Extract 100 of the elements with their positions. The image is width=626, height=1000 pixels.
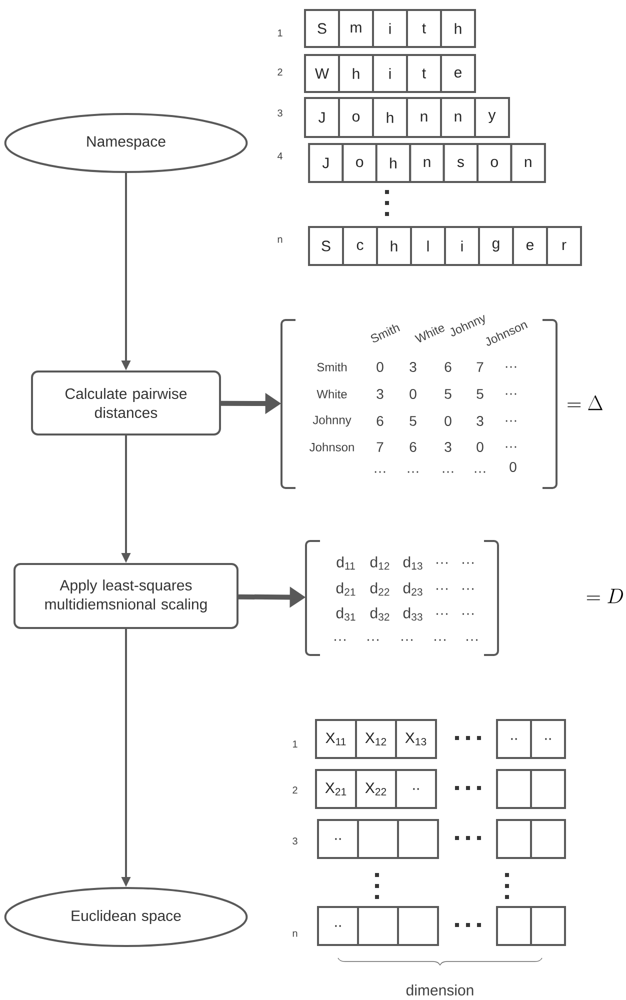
letter-cell: n bbox=[409, 143, 445, 183]
matrix-entry: … bbox=[466, 639, 478, 641]
row-number: 3 bbox=[292, 837, 298, 845]
coordinate-cell: X$_{21}$ bbox=[315, 769, 357, 809]
row-header: Johnny bbox=[312, 415, 352, 427]
matrix-entry: 5 bbox=[410, 416, 416, 426]
formula: $= \Delta$ bbox=[568, 395, 603, 410]
letter-cell: i bbox=[444, 226, 480, 266]
letter-cell: o bbox=[342, 143, 378, 183]
matrix-entry: … bbox=[436, 588, 448, 590]
matrix-entry: 0 bbox=[510, 462, 516, 472]
process-box: Calculate pairwise distances bbox=[31, 370, 221, 436]
letter-cell: S bbox=[308, 226, 344, 266]
letter-cell: W bbox=[304, 54, 340, 93]
matrix-entry: d$_{32}$ bbox=[370, 607, 390, 621]
matrix-entry: … bbox=[506, 446, 516, 448]
matrix-entry: 3 bbox=[444, 442, 452, 452]
matrix-entry: d$_{33}$ bbox=[403, 607, 422, 621]
column-header: Smith bbox=[370, 324, 400, 342]
matrix-entry: … bbox=[506, 393, 516, 395]
matrix-entry: … bbox=[436, 613, 448, 615]
matrix-entry: d$_{23}$ bbox=[403, 582, 422, 596]
matrix-entry: … bbox=[436, 562, 448, 564]
matrix-entry: d$_{12}$ bbox=[370, 556, 390, 570]
row-header: Johnson bbox=[310, 442, 354, 452]
letter-cell: o bbox=[338, 97, 374, 138]
coordinate-cell: X$_{22}$ bbox=[355, 769, 397, 809]
letter-cell: i bbox=[372, 54, 408, 93]
matrix-entry: d$_{13}$ bbox=[403, 556, 422, 570]
matrix-entry: … bbox=[506, 366, 516, 368]
letter-cell: h bbox=[440, 9, 476, 48]
matrix-entry: 6 bbox=[376, 416, 384, 426]
letter-cell: n bbox=[406, 97, 442, 138]
axis-label: dimension bbox=[406, 984, 474, 996]
letter-cell: y bbox=[474, 97, 510, 138]
column-header: White bbox=[414, 326, 444, 342]
matrix-entry: d$_{22}$ bbox=[370, 582, 390, 596]
row-number: 3 bbox=[278, 109, 282, 117]
letter-cell: n bbox=[440, 97, 476, 138]
matrix-entry: 3 bbox=[476, 416, 484, 426]
letter-cell: r bbox=[546, 226, 582, 266]
matrix-brackets bbox=[305, 540, 499, 656]
matrix-entry: d$_{31}$ bbox=[336, 607, 356, 621]
matrix-entry: d$_{21}$ bbox=[336, 582, 356, 596]
matrix-entry: 6 bbox=[410, 442, 416, 452]
matrix-entry: … bbox=[474, 471, 486, 473]
row-header: White bbox=[316, 390, 347, 398]
letter-cell: m bbox=[338, 9, 374, 48]
row-number: n bbox=[292, 931, 298, 937]
row-number: 4 bbox=[277, 152, 282, 160]
letter-cell: J bbox=[308, 143, 344, 183]
matrix-entry: 6 bbox=[444, 362, 452, 372]
letter-cell: J bbox=[304, 97, 340, 138]
letter-cell: o bbox=[476, 143, 512, 183]
coordinate-cell: X$_{11}$ bbox=[315, 719, 357, 759]
letter-cell: t bbox=[406, 54, 442, 93]
matrix-entry: … bbox=[402, 639, 412, 641]
matrix-entry: … bbox=[334, 639, 346, 641]
coordinate-cell: X$_{12}$ bbox=[355, 719, 397, 759]
matrix-entry: … bbox=[368, 639, 378, 641]
matrix-entry: … bbox=[442, 471, 454, 473]
matrix-entry: 0 bbox=[476, 442, 484, 452]
matrix-entry: 3 bbox=[410, 362, 416, 372]
matrix-entry: … bbox=[408, 471, 418, 473]
letter-cell: h bbox=[375, 143, 412, 183]
row-number: 2 bbox=[278, 68, 282, 76]
letter-cell: h bbox=[372, 97, 408, 138]
letter-cell: n bbox=[510, 143, 546, 183]
coordinate-cell: .. bbox=[317, 819, 359, 859]
letter-cell: t bbox=[406, 9, 442, 48]
matrix-entry: … bbox=[462, 588, 474, 590]
matrix-entry: 0 bbox=[376, 362, 384, 372]
matrix-entry: … bbox=[434, 639, 446, 641]
coordinate-cell: .. bbox=[530, 719, 566, 759]
matrix-entry: … bbox=[462, 613, 474, 615]
row-number: 1 bbox=[278, 30, 282, 36]
matrix-entry: … bbox=[374, 471, 386, 473]
row-number: 1 bbox=[293, 740, 298, 748]
letter-cell: l bbox=[410, 226, 446, 266]
letter-cell: S bbox=[304, 9, 340, 48]
formula: $= D$ bbox=[586, 588, 623, 604]
letter-cell: e bbox=[440, 54, 476, 93]
matrix-entry: 0 bbox=[410, 389, 416, 399]
letter-cell: i bbox=[372, 9, 408, 48]
letter-cell: s bbox=[442, 143, 479, 183]
letter-cell: c bbox=[342, 226, 378, 266]
letter-cell: e bbox=[512, 226, 548, 266]
matrix-entry: 7 bbox=[376, 442, 384, 452]
coordinate-cell: .. bbox=[395, 769, 437, 809]
matrix-entry: … bbox=[462, 562, 474, 564]
row-number: n bbox=[278, 237, 282, 243]
matrix-entry: 7 bbox=[476, 362, 484, 372]
coordinate-cell: .. bbox=[496, 719, 532, 759]
row-header: Smith bbox=[317, 362, 347, 372]
matrix-entry: 3 bbox=[376, 389, 384, 399]
letter-cell: h bbox=[376, 226, 412, 266]
row-number: 2 bbox=[292, 786, 298, 794]
letter-cell: g bbox=[478, 226, 514, 266]
matrix-entry: 0 bbox=[444, 416, 452, 426]
process-box: Apply least-squares multidiemsnional scaling bbox=[14, 563, 238, 629]
